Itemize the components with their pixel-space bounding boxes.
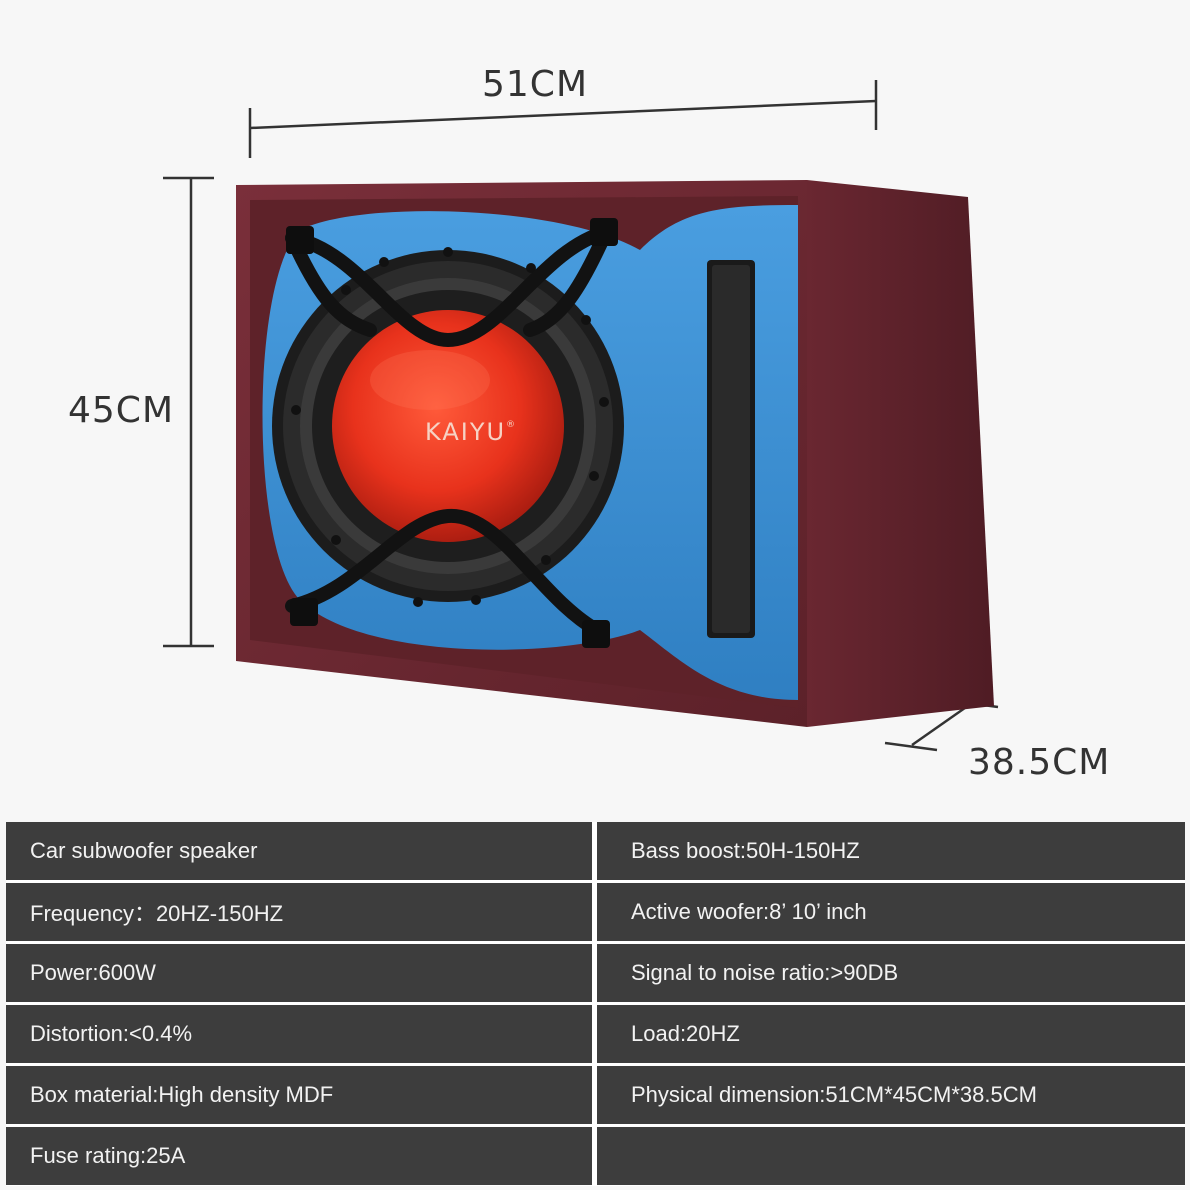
spec-cell: Power:600W [6,944,592,1002]
speaker-grille-bars [285,225,613,639]
subwoofer-product-photo [163,80,999,752]
spec-table: Car subwoofer speaker Bass boost:50H-150… [6,822,1185,1186]
spec-cell: Load:20HZ [597,1005,1185,1063]
spec-cell: Distortion:<0.4% [6,1005,592,1063]
height-dimension-line [163,176,214,648]
trademark-symbol: ® [506,420,518,430]
mounting-screws [291,247,609,607]
width-dimension-line [248,80,878,158]
spec-cell: Active woofer:8’ 10’ inch [597,883,1185,941]
height-dimension-label: 45CM [68,390,175,431]
depth-dimension-label: 38.5CM [968,742,1111,783]
spec-cell: Frequency：20HZ-150HZ [6,883,592,941]
spec-cell [597,1127,1185,1185]
spec-cell: Box material:High density MDF [6,1066,592,1124]
brand-logo-text: KAIYU [425,418,507,446]
brand-logo: KAIYU® [425,418,517,446]
spec-cell: Car subwoofer speaker [6,822,592,880]
grille-mount-brackets [286,218,618,648]
subwoofer-driver [272,250,624,602]
width-dimension-label: 51CM [482,64,589,105]
spec-cell: Signal to noise ratio:>90DB [597,944,1185,1002]
spec-cell: Bass boost:50H-150HZ [597,822,1185,880]
spec-cell: Fuse rating:25A [6,1127,592,1185]
spec-cell: Physical dimension:51CM*45CM*38.5CM [597,1066,1185,1124]
